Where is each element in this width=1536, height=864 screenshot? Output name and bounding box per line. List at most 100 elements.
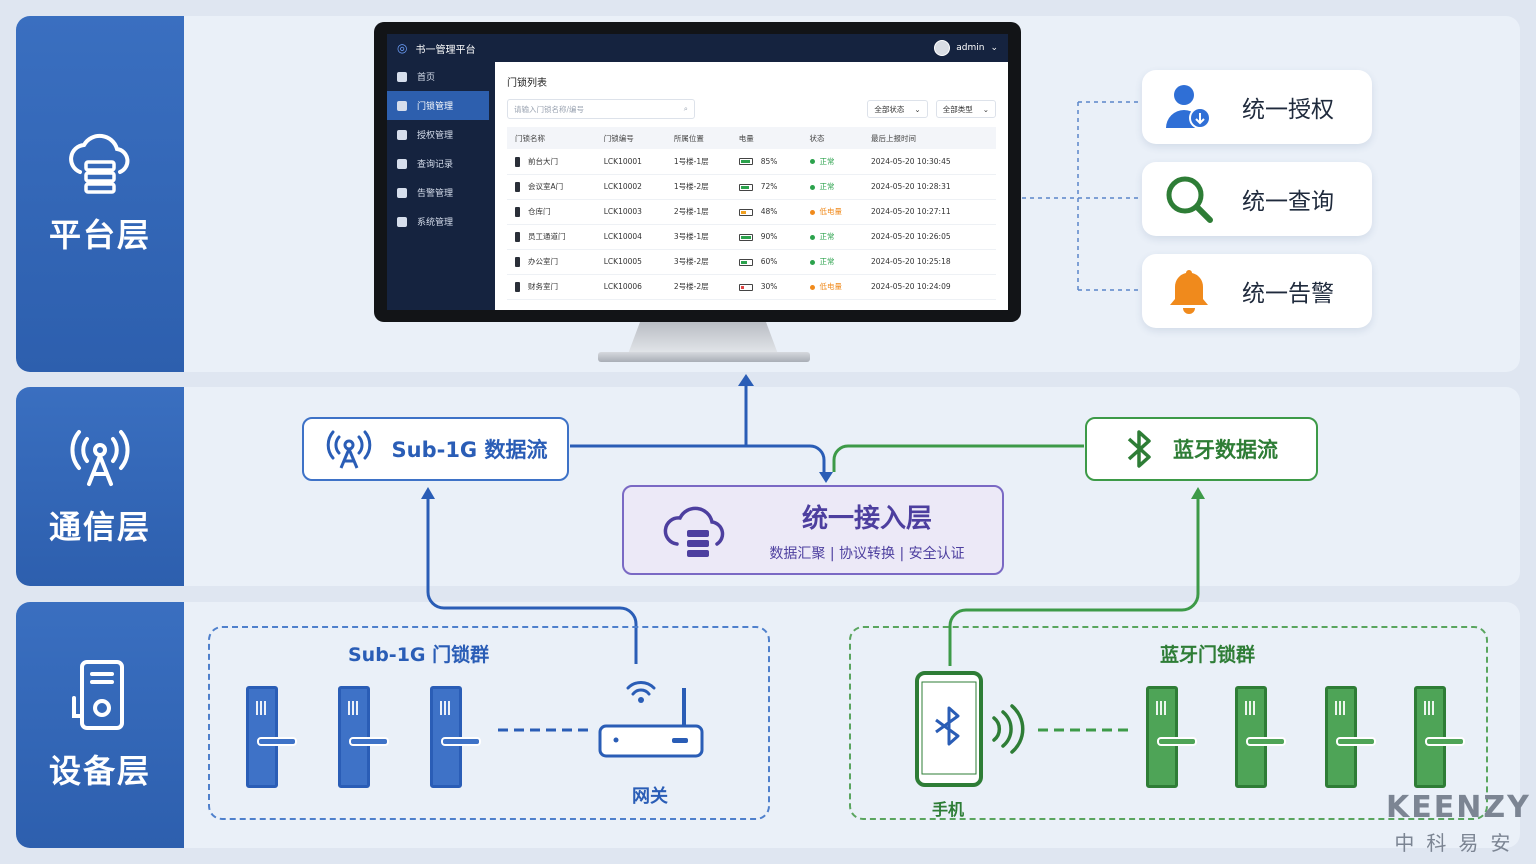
lock-icon <box>397 100 407 111</box>
sidebar-item-home[interactable]: 首页 <box>387 62 495 91</box>
sidebar-item-auth[interactable]: 授权管理 <box>387 120 495 149</box>
col-name: 门锁名称 <box>515 133 545 143</box>
lock-id-cell: LCK10002 <box>595 174 666 200</box>
flow-label: Sub-1G 数据流 <box>391 438 548 462</box>
battery-icon <box>738 208 753 216</box>
search-placeholder: 请输入门锁名称/编号 <box>514 104 585 114</box>
user-name: admin <box>956 43 985 53</box>
lock-status-cell: 正常 <box>801 174 863 200</box>
lock-time-cell: 2024-05-20 10:28:31 <box>862 174 996 200</box>
sidebar-item-records[interactable]: 查询记录 <box>387 149 495 178</box>
door-lock-icon <box>515 156 520 167</box>
lock-location-cell-text: 1号楼-2层 <box>673 182 709 191</box>
lock-status-cell-text: 低电量 <box>819 282 843 291</box>
antenna-signal-icon <box>70 429 130 486</box>
lock-location-cell: 2号楼-2层 <box>665 274 731 300</box>
card-label: 统一查询 <box>1242 189 1334 215</box>
chevron-down-icon: ⌄ <box>990 43 998 53</box>
device-lock-icon <box>72 660 124 730</box>
battery-icon <box>738 158 753 166</box>
lock-battery-cell: 60% <box>730 249 802 275</box>
lock-location-cell: 2号楼-1层 <box>665 199 731 225</box>
user-menu[interactable]: admin ⌄ <box>934 40 998 56</box>
lock-id-cell-text: LCK10002 <box>603 182 642 191</box>
card-label: 统一告警 <box>1242 281 1334 307</box>
lock-location-cell-text: 3号楼-2层 <box>673 257 709 266</box>
sidebar-item-label: 首页 <box>417 73 436 83</box>
sidebar-item-label: 告警管理 <box>417 189 454 199</box>
cloud-server-icon <box>664 506 725 557</box>
access-title: 统一接入层 <box>801 503 932 534</box>
lock-time-cell: 2024-05-20 10:26:05 <box>862 224 996 250</box>
lock-location-cell: 1号楼-1层 <box>665 149 731 175</box>
lock-battery-cell-text: 72% <box>760 182 778 191</box>
key-icon <box>397 129 407 140</box>
lock-status-cell-text: 低电量 <box>819 207 843 216</box>
bt-lock-group <box>849 626 1488 820</box>
lock-id-cell-text: LCK10006 <box>603 282 642 291</box>
monitor-stand <box>628 322 778 354</box>
lock-status-cell: 正常 <box>801 224 863 250</box>
lock-name-cell-text: 仓库门 <box>528 207 551 216</box>
phone-icon <box>915 671 983 787</box>
gear-icon <box>397 216 407 227</box>
chevron-down-icon: ⌄ <box>982 104 989 114</box>
lock-battery-cell: 48% <box>730 199 802 225</box>
bt-door-lock <box>1146 686 1197 788</box>
antenna-signal-icon <box>326 430 371 469</box>
bell-icon <box>1170 270 1208 314</box>
app-logo-icon: ◎ <box>397 41 408 55</box>
lock-name-cell-text: 前台大门 <box>528 156 558 166</box>
status-dot <box>809 209 815 215</box>
brand-watermark: KEENZY 中科易安 <box>1386 790 1531 856</box>
lock-battery-cell: 90% <box>730 224 802 250</box>
status-filter-value: 全部状态 <box>874 104 905 114</box>
avatar <box>934 40 951 56</box>
col-location: 所属位置 <box>673 133 704 143</box>
unified-query-card: 统一查询 <box>1142 162 1372 236</box>
lock-time-cell-text: 2024-05-20 10:30:45 <box>870 156 951 166</box>
lock-location-cell: 3号楼-1层 <box>665 224 731 250</box>
search-icon: ⌕ <box>683 104 688 113</box>
alarm-icon <box>397 187 407 198</box>
access-text: 统一接入层 数据汇聚 | 协议转换 | 安全认证 <box>769 498 964 563</box>
home-icon <box>397 71 407 82</box>
table-row[interactable]: 前台大门 LCK10001 1号楼-1层 85% 正常 2024-05-20 10:30:… <box>507 149 996 175</box>
platform-layer-label: 平台层 <box>48 216 151 254</box>
search-input[interactable]: 请输入门锁名称/编号 ⌕ <box>507 99 695 119</box>
lock-battery-cell: 85% <box>730 149 802 175</box>
lock-status-cell-text: 正常 <box>819 156 835 166</box>
sub1g-door-lock <box>246 686 297 788</box>
sidebar-item-alarm[interactable]: 告警管理 <box>387 178 495 207</box>
col-battery: 电量 <box>738 133 754 143</box>
comm-layer-label: 通信层 <box>48 507 151 546</box>
sidebar-item-system[interactable]: 系统管理 <box>387 207 495 236</box>
lock-name-cell: 仓库门 <box>507 199 596 225</box>
sidebar-item-locks[interactable]: 门锁管理 <box>387 91 489 120</box>
bt-group-title: 蓝牙门锁群 <box>1160 644 1256 666</box>
sub1g-group-title: Sub-1G 门锁群 <box>348 644 490 666</box>
lock-time-cell: 2024-05-20 10:24:09 <box>862 274 996 300</box>
lock-time-cell-text: 2024-05-20 10:24:09 <box>870 282 951 291</box>
lock-status-cell-text: 正常 <box>819 182 835 191</box>
status-dot <box>809 259 815 265</box>
gateway-router-icon <box>598 681 704 758</box>
lock-id-cell-text: LCK10001 <box>603 156 642 166</box>
status-filter-select[interactable]: 全部状态 ⌄ <box>867 100 928 118</box>
type-filter-select[interactable]: 全部类型⌄ <box>935 100 996 118</box>
door-lock-icon <box>515 282 520 292</box>
device-layer-side: 设备层 <box>16 602 184 848</box>
lock-battery-cell-text: 85% <box>760 156 778 166</box>
lock-name-cell-text: 员工通道门 <box>528 232 566 241</box>
card-label: 统一授权 <box>1242 97 1334 123</box>
screen-sidebar: 首页 门锁管理 授权管理 查询记录 告警管理 系统管理 <box>387 62 495 310</box>
lock-id-cell: LCK10004 <box>595 224 666 250</box>
bluetooth-icon <box>1127 430 1151 468</box>
sub1g-door-lock <box>430 686 481 788</box>
chevron-down-icon: ⌄ <box>914 104 921 114</box>
